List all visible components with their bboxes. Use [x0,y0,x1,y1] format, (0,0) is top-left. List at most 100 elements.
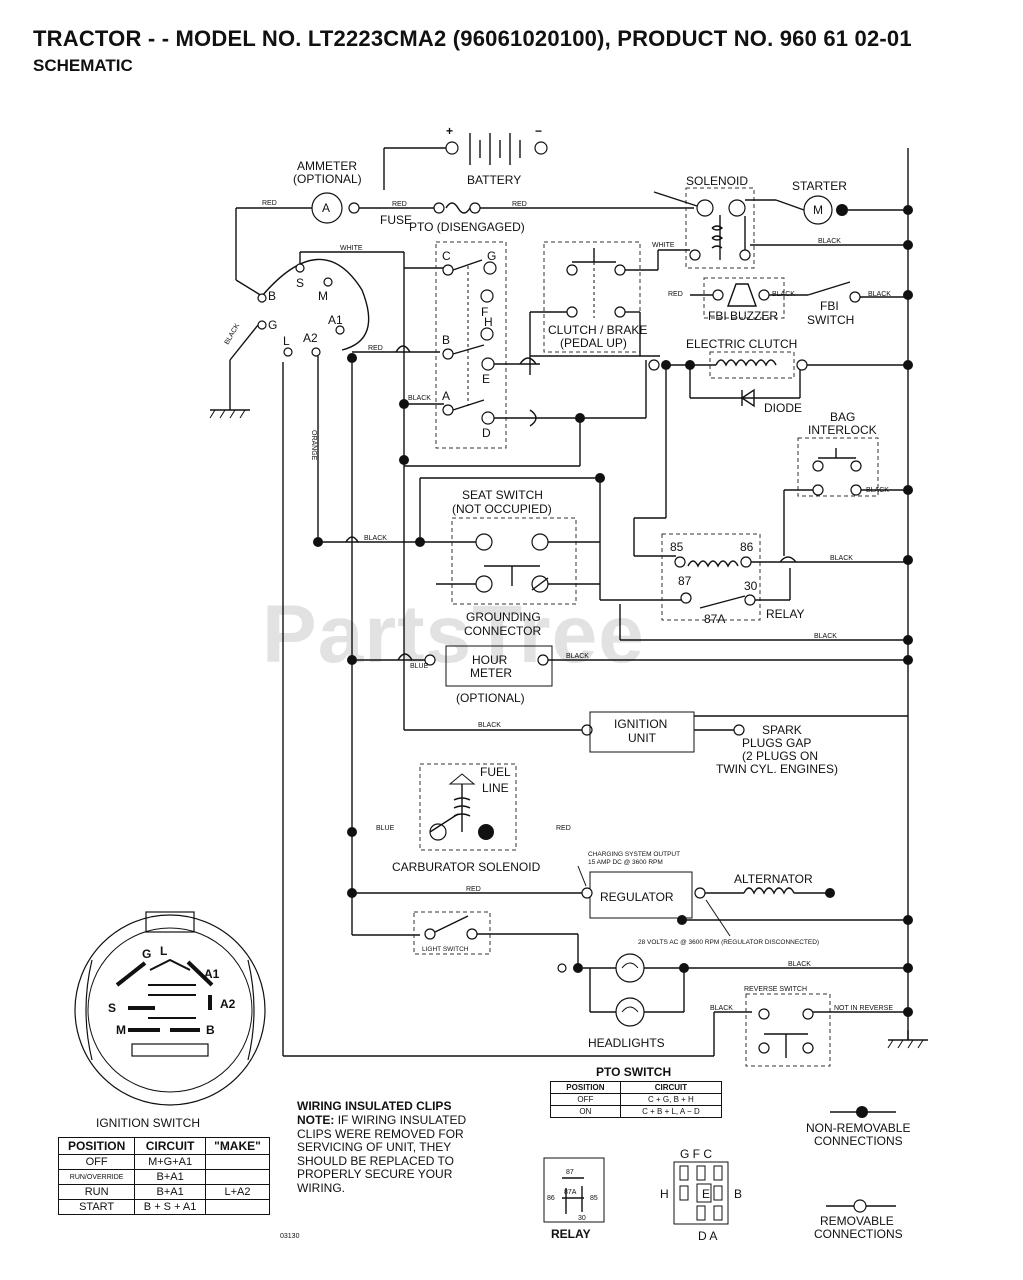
relay-pinout: 87 87A 86 85 30 RELAY [543,1157,605,1241]
wire-label-black-9: BLACK [566,653,589,660]
wire-label-black-3: BLACK [868,291,891,298]
reverse-switch: REVERSE SWITCH NOT IN REVERSE [744,986,908,1067]
ignition-switch-label: IGNITION SWITCH [96,1116,200,1130]
hour-meter-label-2: METER [470,666,512,680]
clips-note-lead: NOTE: [297,1113,335,1127]
spark-label-3: (2 PLUGS ON [742,749,818,763]
clutch-brake-label-1: CLUTCH / BRAKE [548,323,647,337]
ammeter-optional-label: (OPTIONAL) [293,172,362,186]
pto-pinout-top: G F C [680,1147,712,1161]
spark-label-2: PLUGS GAP [742,736,811,750]
ign-terminal-a1: A1 [328,313,343,327]
pto-terminal-c: C [442,249,451,263]
table-row: RUN B+A1 L+A2 [57,1184,271,1200]
diode-label: DIODE [764,401,802,415]
wire-label-black-4: BLACK [408,395,431,402]
ign-table-header-circuit: CIRCUIT [134,1137,206,1155]
light-switch-label: LIGHT SWITCH [422,946,469,953]
pto-pinout-right: B [734,1187,742,1201]
ign-table-header-make: "MAKE" [204,1137,271,1155]
ac-note-label: 28 VOLTS AC @ 3600 RPM (REGULATOR DISCON… [638,939,819,946]
ign-terminal-l: L [283,334,290,348]
relay: 85 86 87 30 87A RELAY BLACK [661,533,908,626]
electric-clutch: ELECTRIC CLUTCH DIODE [633,337,908,557]
drawing-number: 03130 [280,1233,300,1240]
ammeter-label: AMMETER [297,159,357,173]
relay-pinout-87a: 87A [564,1189,577,1196]
pto-table-title: PTO SWITCH [596,1065,672,1079]
headlights-label: HEADLIGHTS [588,1036,665,1050]
clips-note-line: SHOULD BE REPLACED TO [297,1153,454,1168]
ignition-unit: BLACK IGNITION UNIT SPARK PLUGS GAP (2 P… [404,711,908,776]
carburator-solenoid: FUEL LINE CARBURATOR SOLENOID BLUE RED [376,763,571,874]
battery-label: BATTERY [467,173,521,187]
wire-label-red-6: RED [556,825,571,832]
clips-note: NOTE: IF WIRING INSULATED CLIPS WERE REM… [297,1113,497,1195]
pto-table-header-circuit: CIRCUIT [619,1081,723,1094]
legend-removable-2: CONNECTIONS [814,1227,903,1241]
battery-minus-label: − [535,124,542,138]
bag-interlock-label-1: BAG [830,410,855,424]
spark-label-1: SPARK [762,723,802,737]
ignition-switch-table: POSITION CIRCUIT "MAKE" OFF M+G+A1 RUN/O… [57,1137,271,1215]
ign-terminal-b: B [268,289,276,303]
battery: + − BATTERY [383,124,548,190]
relay-label: RELAY [766,607,804,621]
pto-pinout-left: H [660,1187,669,1201]
watermark: PartsTree [262,589,645,680]
page-subtitle: SCHEMATIC [33,56,133,75]
ignition-switch-face: G L A1 A2 S M B [74,911,266,1106]
wire-label-black-8: BLACK [814,633,837,640]
relay-pinout-85: 85 [590,1195,598,1202]
wire-label-blue-2: BLUE [376,825,395,832]
alternator-label: ALTERNATOR [734,872,813,886]
clips-note-title: WIRING INSULATED CLIPS [297,1099,452,1113]
legend-nonremovable-1: NON-REMOVABLE [806,1121,910,1135]
bag-interlock: BAG INTERLOCK BLACK [783,410,908,556]
hour-meter-optional-label: (OPTIONAL) [456,691,525,705]
wire-label-black-2: BLACK [772,291,795,298]
fuel-line-label-1: FUEL [480,765,511,779]
wire-label-red-5: RED [368,345,383,352]
wire-label-red-4: RED [668,291,683,298]
battery-plus-label: + [446,124,453,138]
fuse-label: FUSE [380,213,412,227]
page-title: TRACTOR - - MODEL NO. LT2223CMA2 (960610… [33,26,912,51]
pto-disengaged-label: PTO (DISENGAGED) [409,220,525,234]
wire-label-black-1: BLACK [818,238,841,245]
clutch-brake-label-2: (PEDAL UP) [560,336,627,350]
seat-switch: SEAT SWITCH (NOT OCCUPIED) GROUNDING CON… [318,473,690,638]
solenoid-label: SOLENOID [686,174,748,188]
wire-label-orange: ORANGE [310,430,317,461]
reverse-switch-label: REVERSE SWITCH [744,986,807,993]
legend-nonremovable-2: CONNECTIONS [814,1134,903,1148]
relay-terminal-85: 85 [670,540,684,554]
table-row: OFF C + G, B + H [550,1093,723,1106]
wire-label-black-rev: BLACK [710,1005,733,1012]
pto-pinout: G F C H E B D A [660,1147,742,1243]
relay-terminal-87a: 87A [704,612,725,626]
ignition-switch-connector: S M B G L A2 A1 WHITE BLACK [209,245,448,419]
pto-switch: C G F H B E A D [435,241,507,449]
clips-note-line: WIRING. [297,1180,345,1195]
seat-switch-label-1: SEAT SWITCH [462,488,543,502]
hour-meter-label-1: HOUR [472,653,508,667]
fbi-switch: FBI SWITCH BLACK [807,281,908,327]
pto-pinout-center: E [702,1187,710,1201]
fuse: FUSE RED RED PTO (DISENGAGED) [359,201,694,234]
grounding-connector-label-2: CONNECTOR [464,624,541,638]
legend-removable: REMOVABLE CONNECTIONS [814,1199,903,1241]
wire-label-black-7: BLACK [830,555,853,562]
relay-terminal-30: 30 [744,579,758,593]
ammeter-symbol: A [322,201,330,215]
seat-switch-label-2: (NOT OCCUPIED) [452,502,552,516]
pto-table-header-position: POSITION [550,1081,621,1094]
pto-pinout-bottom: D A [698,1229,717,1243]
wire-label-red-1: RED [262,200,277,207]
charging-output-label-2: 15 AMP DC @ 3600 RPM [588,859,663,866]
ignition-unit-label-2: UNIT [628,731,657,745]
fbi-switch-label-1: FBI [820,299,839,313]
ground-symbol-right [887,1030,928,1049]
charging-output-label-1: CHARGING SYSTEM OUTPUT [588,851,680,858]
